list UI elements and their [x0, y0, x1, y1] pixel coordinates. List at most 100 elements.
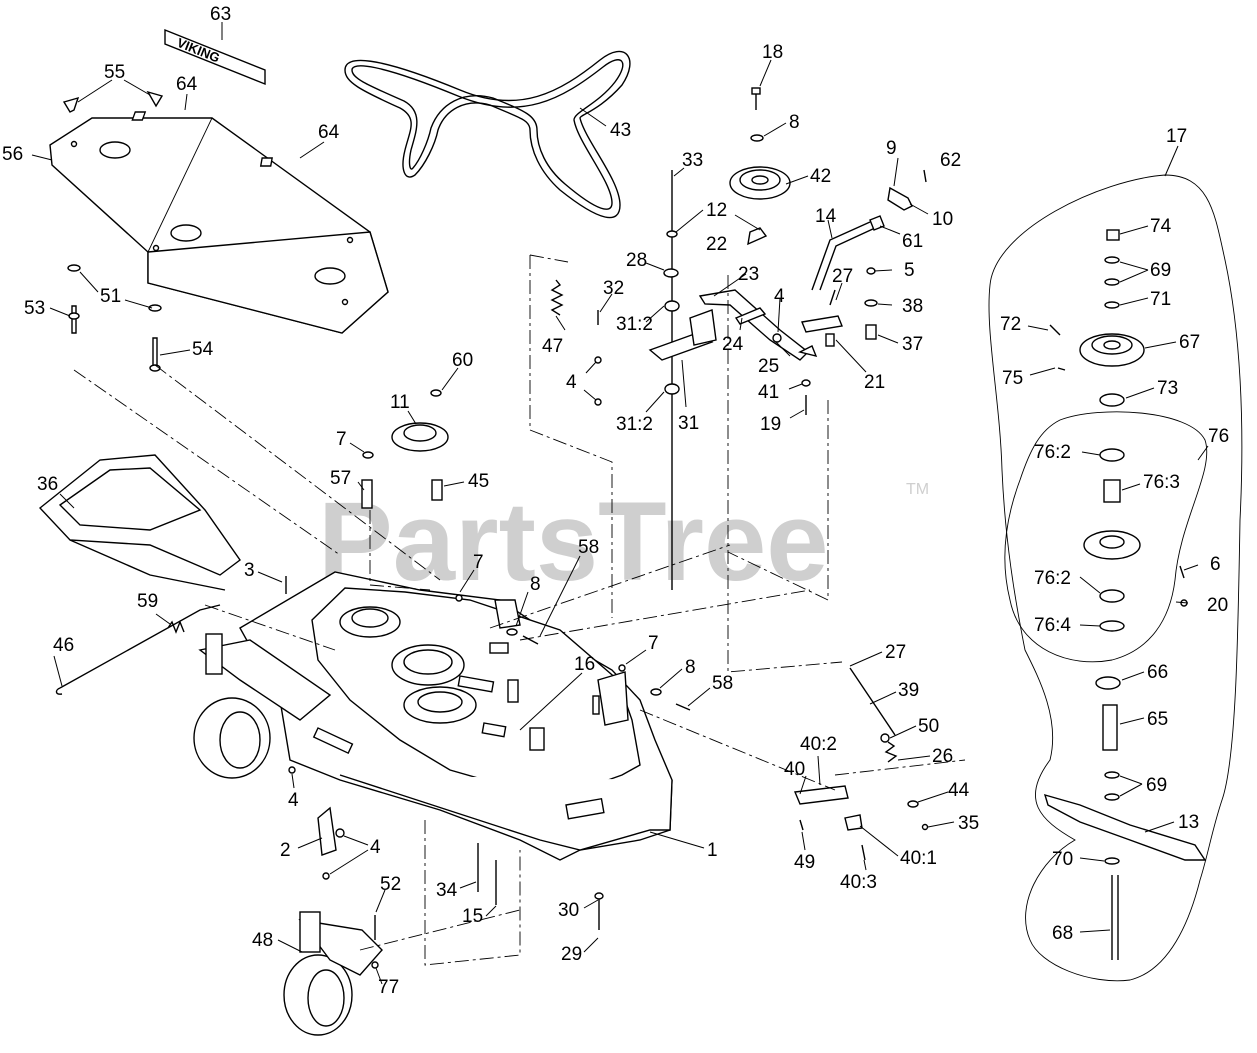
callout-64-a: 64 — [176, 74, 198, 95]
callout-34: 34 — [436, 880, 458, 901]
callout-50: 50 — [918, 716, 939, 737]
callout-4-b: 4 — [566, 372, 577, 393]
callout-76-2-b: 76:2 — [1034, 568, 1071, 589]
callout-60: 60 — [452, 350, 473, 371]
drive-belt — [344, 50, 631, 219]
callout-36: 36 — [37, 474, 58, 495]
callout-16: 16 — [574, 654, 595, 675]
callout-31-2-a: 31:2 — [616, 314, 653, 335]
callout-7-a: 7 — [336, 429, 347, 450]
leader-lines — [31, 22, 1209, 985]
callout-28: 28 — [626, 250, 647, 271]
callout-57: 57 — [330, 468, 351, 489]
callout-7-c: 7 — [648, 633, 659, 654]
callout-68: 68 — [1052, 923, 1073, 944]
callout-74: 74 — [1150, 216, 1172, 237]
callout-17: 17 — [1166, 126, 1187, 147]
watermark: PartsTree TM — [318, 479, 929, 604]
callout-37: 37 — [902, 334, 923, 355]
callout-8-b: 8 — [530, 574, 541, 595]
callout-14: 14 — [815, 206, 837, 227]
callout-11: 11 — [390, 392, 410, 413]
callout-27-b: 27 — [885, 642, 906, 663]
callout-22: 22 — [706, 234, 727, 255]
callout-3: 3 — [244, 560, 255, 581]
callout-24: 24 — [722, 334, 744, 355]
callout-59: 59 — [137, 591, 158, 612]
callout-63: 63 — [210, 4, 231, 25]
callout-64-b: 64 — [318, 122, 340, 143]
callout-69-a: 69 — [1150, 260, 1171, 281]
cover-knobs — [62, 90, 273, 167]
callout-2: 2 — [280, 840, 291, 861]
callout-39: 39 — [898, 680, 919, 701]
callout-26: 26 — [932, 746, 953, 767]
callout-7-b: 7 — [473, 552, 484, 573]
callout-40-2: 40:2 — [800, 734, 837, 755]
callout-52: 52 — [380, 874, 401, 895]
callout-58-a: 58 — [578, 537, 599, 558]
deck-hardware — [285, 389, 691, 774]
callout-77: 77 — [378, 977, 399, 998]
callout-67: 67 — [1179, 332, 1200, 353]
callout-76-3: 76:3 — [1143, 472, 1180, 493]
callout-30: 30 — [558, 900, 579, 921]
callout-43: 43 — [610, 120, 631, 141]
callout-31: 31 — [678, 413, 699, 434]
callout-6: 6 — [1210, 554, 1221, 575]
callout-15: 15 — [462, 906, 483, 927]
callout-48: 48 — [252, 930, 273, 951]
callout-labels: 63 55 64 64 56 51 53 54 43 18 8 42 9 62 … — [2, 4, 1229, 998]
callout-4-a: 4 — [774, 286, 785, 307]
spindle-assembly — [988, 174, 1243, 982]
callout-76-4: 76:4 — [1034, 615, 1071, 636]
callout-10: 10 — [932, 209, 953, 230]
callout-51: 51 — [100, 286, 121, 307]
callout-19: 19 — [760, 414, 781, 435]
lower-hardware — [317, 806, 604, 969]
callout-71: 71 — [1150, 289, 1171, 310]
callout-40: 40 — [784, 759, 805, 780]
alignment-lines — [73, 364, 836, 966]
spring-rod — [55, 604, 221, 695]
callout-8-c: 8 — [685, 657, 696, 678]
cover-hardware — [67, 264, 162, 372]
watermark-trademark: TM — [906, 481, 929, 498]
callout-76: 76 — [1208, 426, 1229, 447]
callout-5: 5 — [904, 260, 915, 281]
callout-18: 18 — [762, 42, 783, 63]
callout-45: 45 — [468, 471, 489, 492]
callout-65: 65 — [1147, 709, 1168, 730]
callout-29: 29 — [561, 944, 582, 965]
callout-4-c: 4 — [288, 790, 299, 811]
idler-assembly — [529, 87, 927, 673]
callout-58-b: 58 — [712, 673, 733, 694]
callout-49: 49 — [794, 852, 815, 873]
callout-40-3: 40:3 — [840, 872, 877, 893]
callout-54: 54 — [192, 339, 214, 360]
callout-8-a: 8 — [789, 112, 800, 133]
callout-9: 9 — [886, 138, 897, 159]
callout-72: 72 — [1000, 314, 1021, 335]
callout-75: 75 — [1002, 368, 1023, 389]
callout-41: 41 — [758, 382, 779, 403]
callout-40-1: 40:1 — [900, 848, 937, 869]
callout-66: 66 — [1147, 662, 1168, 683]
callout-76-2-a: 76:2 — [1034, 442, 1071, 463]
callout-46: 46 — [53, 635, 74, 656]
callout-31-2-b: 31:2 — [616, 414, 653, 435]
callout-44: 44 — [948, 780, 970, 801]
mower-deck — [239, 571, 673, 861]
callout-38: 38 — [902, 296, 923, 317]
discharge-chute — [38, 454, 241, 591]
watermark-brand: PartsTree — [318, 479, 829, 604]
callout-13: 13 — [1178, 812, 1199, 833]
callout-62: 62 — [940, 150, 961, 171]
callout-53: 53 — [24, 298, 45, 319]
callout-69-b: 69 — [1146, 775, 1167, 796]
caster-wheel-rear — [283, 911, 383, 1036]
callout-20: 20 — [1207, 595, 1228, 616]
callout-27-a: 27 — [832, 266, 853, 287]
callout-12: 12 — [706, 200, 727, 221]
callout-56: 56 — [2, 144, 23, 165]
